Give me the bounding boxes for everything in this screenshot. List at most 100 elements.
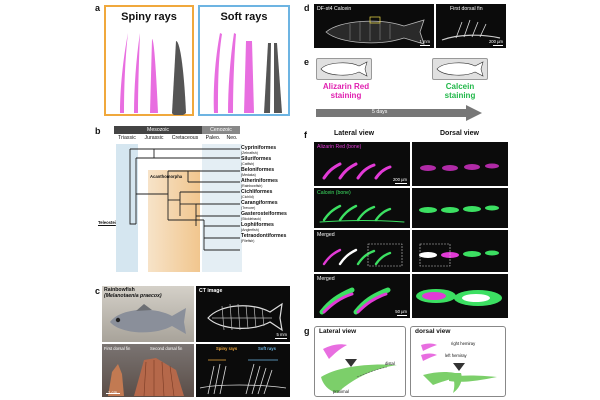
panel-g-label: g [304, 326, 310, 336]
first-dorsal-fin-inset-label: First dorsal fin [450, 6, 483, 12]
soft-rays-illustration [213, 33, 282, 113]
f-row3-dorsal [412, 230, 508, 272]
soft-rays-title: Soft rays [220, 11, 268, 23]
calcein-step: Calcein staining [430, 82, 490, 100]
spiny-rays-title: Spiny rays [121, 11, 177, 23]
taxon-6: Gasterosteiformes(Stickleback) [241, 211, 287, 221]
ct-image-label: CT image [199, 288, 223, 294]
g-lateral-box: Lateral view distal proximal [314, 326, 406, 397]
f-row3-lateral: Merged [314, 230, 410, 272]
spiny-rays-box: Spiny rays [104, 5, 194, 116]
fish-icon-1 [320, 61, 368, 77]
era-mesozoic: Mesozoic [114, 126, 202, 134]
panel-d-scale2 [493, 45, 503, 46]
period-neo: Neo. [226, 135, 238, 141]
fish-box-1 [316, 58, 372, 80]
f-row1-lateral: Alizarin Red (bone) 200 µm [314, 142, 410, 186]
panel-d-scale2-label: 200 µm [488, 39, 503, 44]
panel-d-whole-fish: DF-st4 Calcein 1 mm [314, 4, 434, 48]
era-cenozoic: Cenozoic [202, 126, 240, 134]
panel-e-timeline: Alizarin Red staining Calcein staining 5… [312, 56, 512, 124]
fin-scale-bar [106, 393, 120, 394]
phylogeny-tree [129, 148, 240, 251]
calcein-lateral-img [319, 204, 405, 223]
merged-label-2: Merged [317, 276, 335, 282]
soft-ray-3 [244, 41, 254, 113]
panel-e-label: e [304, 57, 310, 67]
f-scale2-label: 50 µm [395, 309, 407, 314]
panel-d-inset: First dorsal fin 200 µm [436, 4, 506, 48]
g-proximal-label: proximal [333, 389, 349, 394]
panel-c-fin-ct: Spiny rays Soft rays [196, 344, 290, 397]
g-lateral-diagram [321, 344, 397, 393]
f-scale1-label: 200 µm [392, 177, 407, 182]
clade-teleostei: Teleostei [98, 220, 116, 225]
alizarin-label: Alizarin Red (bone) [317, 144, 362, 150]
alizarin-dorsal-img [420, 163, 499, 171]
taxon-8: Tetraodontiformes(Filefish) [241, 233, 287, 243]
rainbowfish-species: (Melanotaenia praecox) [104, 293, 162, 299]
f-scale2 [397, 315, 407, 316]
panel-d-scale1 [420, 45, 430, 46]
soft-ray-1 [213, 33, 222, 113]
g-right-hemiray-label: right hemiray [451, 341, 476, 346]
panel-d-title: DF-st4 Calcein [317, 6, 352, 12]
f-scale1 [395, 183, 407, 184]
alizarin-line2: staining [330, 91, 362, 100]
phylogeny-chart: Mesozoic Cenozoic Triassic Jurassic Cret… [98, 124, 300, 274]
merged-lateral-img [322, 243, 403, 267]
panel-c-label: c [95, 286, 101, 296]
taxon-0: Cypriniformes(Zebrafish) [241, 145, 277, 155]
panel-c-photo-fish: Rainbowfish (Melanotaenia praecox) [102, 286, 194, 342]
taxon-3: Atheriniformes(Rainbowfish) [241, 178, 278, 188]
calcein-line1: Calcein [445, 82, 475, 91]
taxon-4: Cichliformes(Cichlid) [241, 189, 273, 199]
timeline-arrow [316, 105, 482, 121]
period-paleo: Paleo. [205, 135, 221, 141]
spiny-ray-3 [150, 39, 158, 113]
f-row4-lateral: Merged 50 µm [314, 274, 410, 318]
fish-box-2 [432, 58, 488, 80]
ct-skeleton [207, 302, 283, 332]
spiny-rays-illustration [120, 33, 186, 115]
f-row1-dorsal [412, 142, 508, 186]
alizarin-lateral-img [322, 162, 392, 180]
calcein-line2: staining [444, 91, 476, 100]
panel-a-label: a [95, 3, 101, 13]
rainbowfish-title: Rainbowfish [104, 287, 135, 293]
rainbowfish-photo [110, 304, 186, 334]
panel-b-label: b [95, 126, 101, 136]
soft-ray-2 [228, 33, 236, 113]
soft-rays-box: Soft rays [198, 5, 290, 116]
g-left-hemiray-label: left hemiray [445, 353, 467, 358]
spiny-ray-2 [134, 33, 140, 113]
taxon-2: Beloniformes(Medaka) [241, 167, 275, 177]
panel-c-fin-photo: First dorsal fin Second dorsal fin [102, 344, 194, 397]
band-acanthomorpha [148, 170, 200, 272]
fish-icon-2 [436, 61, 484, 77]
calcein-dorsal-img [419, 205, 499, 213]
lateral-view-heading: Lateral view [334, 130, 375, 137]
alizarin-step: Alizarin Red staining [316, 82, 376, 100]
band-teleostei [116, 144, 138, 272]
taxon-1: Siluriformes(Catfish) [241, 156, 272, 166]
calcein-fish [325, 16, 425, 45]
fin-photo [108, 358, 184, 396]
period-triassic: Triassic [118, 135, 136, 141]
ct-soft-rays-label: Soft rays [258, 346, 276, 351]
period-jurassic: Jurassic [144, 135, 164, 141]
taxon-7: Lophiiformes(Anglerfish) [241, 222, 274, 232]
first-dorsal-fin-label: First dorsal fin [104, 346, 131, 351]
spiny-ray-1 [120, 33, 128, 113]
ct-scale-label: 5 mm [276, 332, 287, 337]
period-cretaceous: Cretaceous [171, 135, 199, 141]
second-dorsal-fin-label: Second dorsal fin [150, 346, 183, 351]
f-row4-dorsal [412, 274, 508, 318]
merged-lateral-zoom [319, 287, 391, 315]
calcein-label: Calcein (bone) [317, 190, 351, 196]
f-row2-dorsal [412, 188, 508, 228]
panel-d-label: d [304, 3, 310, 13]
taxa-list: Cypriniformes(Zebrafish) Siluriformes(Ca… [241, 145, 311, 244]
merged-dorsal-img [419, 243, 499, 267]
merged-label-1: Merged [317, 232, 335, 238]
